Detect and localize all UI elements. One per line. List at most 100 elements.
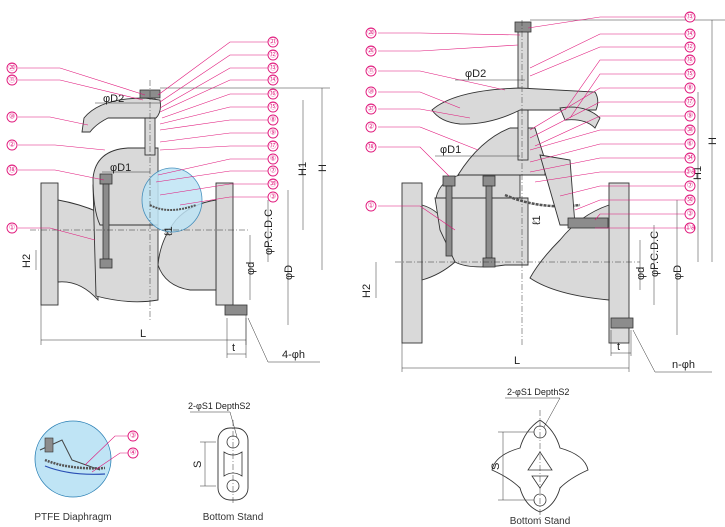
svg-text:③: ③ bbox=[130, 432, 136, 440]
left-dim-phiD: φD bbox=[283, 265, 295, 280]
stand-left-hole-label: 2-φS1 DepthS2 bbox=[188, 401, 250, 411]
ptfe-caption: PTFE Diaphragm bbox=[34, 512, 111, 523]
right-callout-26: ㉖ bbox=[365, 45, 377, 57]
right-dim-phiD: φD bbox=[672, 265, 684, 280]
right-callout-8: ⑧ bbox=[684, 82, 696, 94]
svg-text:⑦: ⑦ bbox=[270, 167, 276, 175]
svg-text:⑪: ⑪ bbox=[9, 76, 16, 84]
right-callout-18: ⑱ bbox=[365, 141, 377, 153]
right-callout-7: ⑦ bbox=[684, 180, 696, 192]
left-callout-2: ② bbox=[6, 139, 18, 151]
svg-text:㊴: ㊴ bbox=[270, 180, 277, 188]
right-valve-handle-end bbox=[559, 106, 601, 129]
right-valve-drawing: φD2 φD1 H H1 φP.C.D.C φd φD ℓ1 H2 L t n-… bbox=[361, 19, 725, 373]
left-valve-foot bbox=[224, 304, 248, 316]
right-dim-d1: φD1 bbox=[440, 144, 461, 156]
left-callout-1: ① bbox=[6, 222, 18, 234]
right-callout-14: ⑭ bbox=[684, 28, 696, 40]
svg-text:⑦: ⑦ bbox=[687, 182, 693, 190]
left-dim-pcd: φP.C.D.C bbox=[263, 209, 275, 255]
right-valve-cap bbox=[514, 21, 532, 33]
right-callout-1a: ①a bbox=[684, 222, 696, 234]
right-valve-lower-stud bbox=[567, 217, 609, 229]
left-callout-6: ⑥ bbox=[267, 153, 279, 165]
right-dim-pcd: φP.C.D.C bbox=[649, 231, 661, 277]
right-callout-38: ㊳ bbox=[684, 124, 696, 136]
left-callout-12: ⑫ bbox=[267, 49, 279, 61]
right-leader-hole bbox=[632, 329, 712, 373]
svg-text:⑯: ⑯ bbox=[270, 90, 277, 98]
svg-text:①a: ①a bbox=[685, 224, 695, 232]
svg-text:⑱: ⑱ bbox=[368, 143, 375, 151]
svg-text:㉖: ㉖ bbox=[368, 47, 375, 55]
svg-text:③a: ③a bbox=[685, 168, 695, 176]
svg-text:③: ③ bbox=[270, 193, 276, 201]
svg-text:④: ④ bbox=[130, 449, 136, 457]
left-callout-10: ⑩ bbox=[6, 111, 18, 123]
left-callout-18: ⑱ bbox=[6, 164, 18, 176]
stand-right-s: S bbox=[490, 463, 502, 470]
left-valve-diaphragm-highlight bbox=[141, 167, 203, 233]
stand-right-caption: Bottom Stand bbox=[510, 516, 571, 527]
svg-text:⑩: ⑩ bbox=[9, 113, 15, 121]
left-dim-d1: φD1 bbox=[110, 162, 131, 174]
left-dim-d2: φD2 bbox=[103, 93, 124, 105]
left-callout-21: ㉑ bbox=[267, 36, 279, 48]
left-leader-hole bbox=[247, 317, 320, 363]
svg-text:㊿: ㊿ bbox=[687, 196, 694, 204]
left-callout-15: ⑮ bbox=[267, 101, 279, 113]
svg-text:⑩: ⑩ bbox=[368, 88, 374, 96]
svg-text:②: ② bbox=[9, 141, 15, 149]
svg-text:⑥: ⑥ bbox=[687, 140, 693, 148]
right-callout-11: ⑪ bbox=[365, 65, 377, 77]
svg-text:⑫: ⑫ bbox=[270, 51, 277, 59]
right-callout-17: ⑰ bbox=[684, 96, 696, 108]
right-dim-h1: H1 bbox=[692, 166, 704, 180]
left-callout-16: ⑯ bbox=[267, 88, 279, 100]
left-dim-hole: 4-φh bbox=[282, 349, 305, 361]
left-valve-diaphragm bbox=[149, 204, 197, 211]
svg-text:⑪: ⑪ bbox=[368, 67, 375, 75]
right-callout-34: ㉞ bbox=[684, 152, 696, 164]
svg-text:⑬: ⑬ bbox=[687, 13, 694, 21]
right-valve-support bbox=[539, 154, 576, 226]
bottom-stand-left: S 2-φS1 DepthS2 Bottom Stand bbox=[188, 401, 263, 523]
left-callout-8: ⑧ bbox=[267, 114, 279, 126]
left-callout-39: ㊴ bbox=[267, 178, 279, 190]
right-callout-leaders bbox=[378, 16, 685, 231]
left-callout-9: ⑨ bbox=[267, 127, 279, 139]
right-valve-handwheel bbox=[431, 87, 599, 125]
svg-text:⑧: ⑧ bbox=[687, 84, 693, 92]
svg-text:⑭: ⑭ bbox=[270, 76, 277, 84]
svg-text:㉑: ㉑ bbox=[270, 38, 277, 46]
right-callout-2: ② bbox=[365, 121, 377, 133]
bottom-stand-right: S 2-φS1 DepthS2 Bottom Stand bbox=[490, 387, 589, 527]
left-callout-20: ⑳ bbox=[6, 62, 18, 74]
right-valve-stud-1 bbox=[445, 185, 453, 257]
right-dim-l1: ℓ1 bbox=[531, 215, 543, 225]
right-callout-12: ⑫ bbox=[684, 41, 696, 53]
left-valve-stud bbox=[102, 183, 110, 260]
right-valve-stud-2 bbox=[485, 185, 493, 259]
right-dim-hole: n-φh bbox=[672, 359, 695, 371]
svg-text:㉞: ㉞ bbox=[687, 154, 694, 162]
right-callout-6: ⑥ bbox=[684, 138, 696, 150]
svg-text:㊳: ㊳ bbox=[687, 126, 694, 134]
svg-text:⑨: ⑨ bbox=[687, 112, 693, 120]
left-valve-drawing: φD2 φD1 H H1 φP.C.D.C φd φD ℓ1 H2 L t 4-… bbox=[21, 80, 330, 363]
svg-text:①: ① bbox=[368, 202, 374, 210]
right-callout-3a: ③a bbox=[684, 166, 696, 178]
left-callout-3: ③ bbox=[267, 191, 279, 203]
right-dim-t: t bbox=[617, 341, 620, 353]
left-dim-l: L bbox=[140, 328, 146, 340]
left-callout-7: ⑦ bbox=[267, 165, 279, 177]
left-valve-flange-right bbox=[215, 182, 234, 306]
svg-text:①: ① bbox=[9, 224, 15, 232]
svg-text:⑰: ⑰ bbox=[270, 142, 277, 150]
right-callout-15: ⑮ bbox=[684, 68, 696, 80]
svg-text:⑧: ⑧ bbox=[270, 116, 276, 124]
right-valve-foot bbox=[610, 317, 634, 329]
right-dim-d2: φD2 bbox=[465, 68, 486, 80]
left-callout-13: ⑬ bbox=[267, 62, 279, 74]
left-dim-phid: φd bbox=[245, 262, 257, 275]
